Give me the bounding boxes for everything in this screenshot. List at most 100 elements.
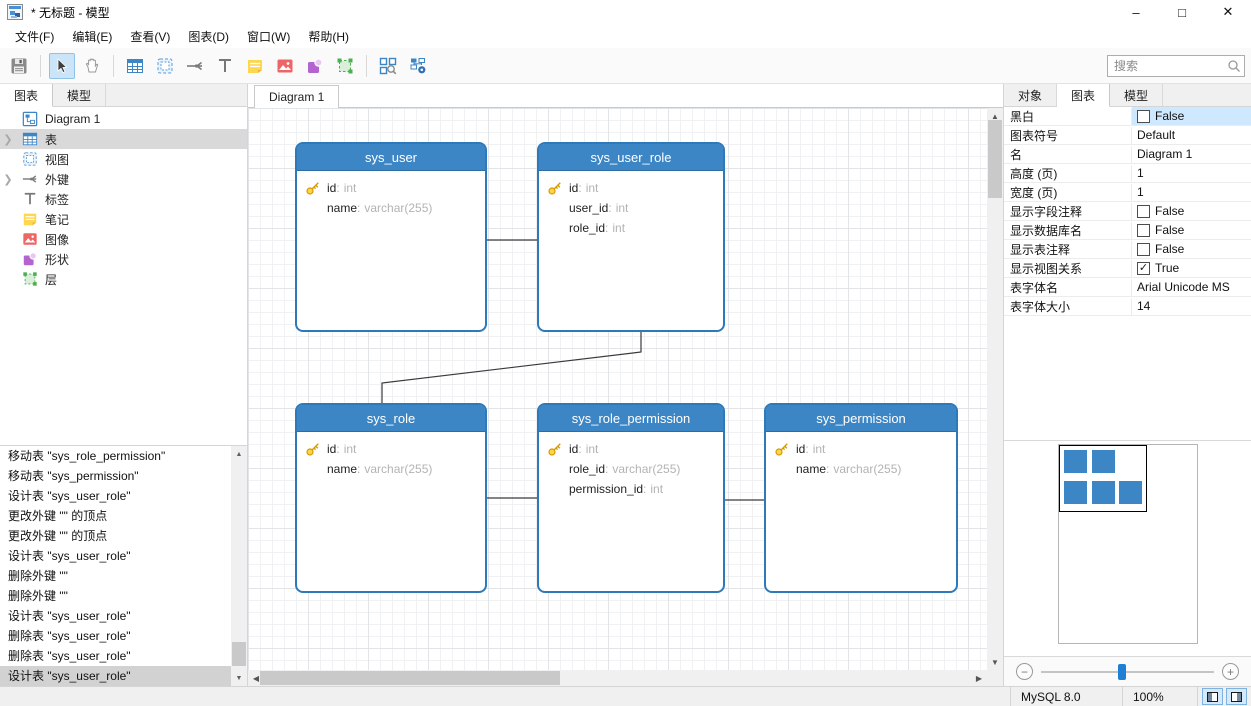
property-row-notation[interactable]: 图表符号 Default: [1004, 126, 1251, 145]
zoom-in-button[interactable]: +: [1222, 663, 1239, 680]
table-sys_user[interactable]: sys_user id:int name:varchar(255): [295, 142, 487, 332]
zoom-slider-thumb[interactable]: [1118, 664, 1126, 680]
scrollbar-thumb[interactable]: [260, 671, 560, 685]
history-item[interactable]: 设计表 "sys_user_role": [8, 609, 131, 623]
minimap-page[interactable]: [1058, 444, 1198, 644]
field-row[interactable]: permission_id:int: [569, 482, 664, 496]
field-row[interactable]: name:varchar(255): [327, 201, 433, 215]
tree-item-foreign-keys[interactable]: ❯ 外键: [0, 169, 247, 189]
tree-item-diagram1[interactable]: Diagram 1: [0, 109, 247, 129]
save-button[interactable]: [6, 53, 32, 79]
history-item[interactable]: 删除外键 "": [8, 569, 68, 583]
scrollbar-thumb[interactable]: [988, 120, 1002, 198]
field-row[interactable]: user_id:int: [569, 201, 629, 215]
history-scrollbar[interactable]: ▲ ▼: [231, 446, 247, 686]
grid-background[interactable]: sys_user id:int name:varchar(255): [248, 108, 987, 670]
property-row-show-field-comment[interactable]: 显示字段注释 False: [1004, 202, 1251, 221]
scroll-up-icon[interactable]: ▲: [991, 111, 999, 121]
maximize-button[interactable]: □: [1178, 4, 1186, 20]
new-note-button[interactable]: [242, 53, 268, 79]
tab-model-props[interactable]: 模型: [1110, 84, 1164, 106]
history-item[interactable]: 移动表 "sys_permission": [8, 469, 139, 483]
scroll-left-icon[interactable]: ◀: [252, 673, 260, 683]
checkbox-unchecked-icon[interactable]: [1137, 204, 1150, 218]
checkbox-checked-icon[interactable]: ✓: [1137, 261, 1150, 275]
toggle-right-panel-button[interactable]: [1226, 688, 1247, 705]
tab-diagram-list[interactable]: 图表: [0, 84, 54, 107]
scroll-down-icon[interactable]: ▼: [991, 657, 999, 667]
history-item[interactable]: 设计表 "sys_user_role": [8, 549, 131, 563]
checkbox-unchecked-icon[interactable]: [1137, 223, 1150, 237]
field-row[interactable]: id:int: [547, 439, 715, 459]
property-row-show-table-comment[interactable]: 显示表注释 False: [1004, 240, 1251, 259]
tab-model-list[interactable]: 模型: [53, 84, 107, 106]
field-row[interactable]: id:int: [305, 439, 477, 459]
tab-object[interactable]: 对象: [1004, 84, 1058, 106]
menu-view[interactable]: 查看(V): [130, 29, 171, 44]
property-row-show-database-name[interactable]: 显示数据库名 False: [1004, 221, 1251, 240]
table-title[interactable]: sys_user: [297, 144, 485, 171]
relation-sys_user_role-sys_role[interactable]: [381, 332, 642, 403]
close-button[interactable]: ✕: [1222, 4, 1234, 19]
menu-window[interactable]: 窗口(W): [247, 29, 291, 44]
tree-item-images[interactable]: 图像: [0, 229, 247, 249]
property-row-height[interactable]: 高度 (页) 1: [1004, 164, 1251, 183]
history-item[interactable]: 删除表 "sys_user_role": [8, 649, 131, 663]
property-row-table-font-size[interactable]: 表字体大小 14: [1004, 297, 1251, 316]
zoom-out-button[interactable]: −: [1016, 663, 1033, 680]
checkbox-unchecked-icon[interactable]: [1137, 109, 1150, 123]
table-title[interactable]: sys_user_role: [539, 144, 723, 171]
property-row-black-white[interactable]: 黑白 False: [1004, 107, 1251, 126]
auto-fit-button[interactable]: [375, 53, 401, 79]
canvas-vertical-scrollbar[interactable]: ▲ ▼: [987, 108, 1003, 670]
field-row[interactable]: name:varchar(255): [796, 462, 902, 476]
tree-item-views[interactable]: 视图: [0, 149, 247, 169]
field-row[interactable]: role_id:int: [569, 221, 626, 235]
property-row-width[interactable]: 宽度 (页) 1: [1004, 183, 1251, 202]
property-row-table-font-name[interactable]: 表字体名 Arial Unicode MS: [1004, 278, 1251, 297]
new-table-button[interactable]: [122, 53, 148, 79]
tab-diagram-props[interactable]: 图表: [1057, 84, 1111, 107]
history-item[interactable]: 移动表 "sys_role_permission": [8, 449, 166, 463]
table-title[interactable]: sys_role: [297, 405, 485, 432]
menu-edit[interactable]: 编辑(E): [72, 29, 113, 44]
menu-diagram[interactable]: 图表(D): [188, 29, 229, 44]
history-item[interactable]: 删除外键 "": [8, 589, 68, 603]
new-label-button[interactable]: [212, 53, 238, 79]
menu-help[interactable]: 帮助(H): [308, 29, 349, 44]
field-row[interactable]: role_id:varchar(255): [569, 462, 681, 476]
scroll-right-icon[interactable]: ▶: [975, 673, 983, 683]
search-input[interactable]: [1107, 54, 1245, 77]
diagram-canvas[interactable]: sys_user id:int name:varchar(255): [248, 108, 1003, 686]
property-row-name[interactable]: 名 Diagram 1: [1004, 145, 1251, 164]
table-sys_role[interactable]: sys_role id:int name:varchar(255): [295, 403, 487, 593]
new-shape-button[interactable]: [302, 53, 328, 79]
table-sys_role_permission[interactable]: sys_role_permission id:int role_id:varch…: [537, 403, 725, 593]
tree-item-shapes[interactable]: 形状: [0, 249, 247, 269]
new-image-button[interactable]: [272, 53, 298, 79]
field-row[interactable]: id:int: [305, 178, 477, 198]
scroll-down-icon[interactable]: ▼: [235, 674, 243, 682]
pointer-tool-button[interactable]: [49, 52, 75, 79]
minimap-viewport[interactable]: [1059, 445, 1147, 512]
diagram-preview-button[interactable]: [405, 53, 431, 79]
new-foreign-key-button[interactable]: [182, 53, 208, 79]
history-item-selected[interactable]: 设计表 "sys_user_role": [0, 666, 231, 686]
tree-item-labels[interactable]: 标签: [0, 189, 247, 209]
tree-item-notes[interactable]: 笔记: [0, 209, 247, 229]
toggle-left-panel-button[interactable]: [1202, 688, 1223, 705]
history-item[interactable]: 设计表 "sys_user_role": [8, 489, 131, 503]
minimize-button[interactable]: –: [1132, 4, 1140, 20]
property-row-show-view-relations[interactable]: 显示视图关系 ✓True: [1004, 259, 1251, 278]
field-row[interactable]: name:varchar(255): [327, 462, 433, 476]
scrollbar-thumb[interactable]: [232, 642, 246, 666]
expander-icon[interactable]: ❯: [3, 133, 13, 146]
history-item[interactable]: 更改外键 "" 的顶点: [8, 509, 108, 523]
history-item[interactable]: 删除表 "sys_user_role": [8, 629, 131, 643]
hand-tool-button[interactable]: [79, 53, 105, 79]
tree-item-layers[interactable]: 层: [0, 269, 247, 289]
scroll-up-icon[interactable]: ▲: [235, 450, 243, 458]
tab-diagram-1[interactable]: Diagram 1: [254, 85, 340, 108]
field-row[interactable]: id:int: [547, 178, 715, 198]
menu-file[interactable]: 文件(F): [15, 29, 55, 44]
